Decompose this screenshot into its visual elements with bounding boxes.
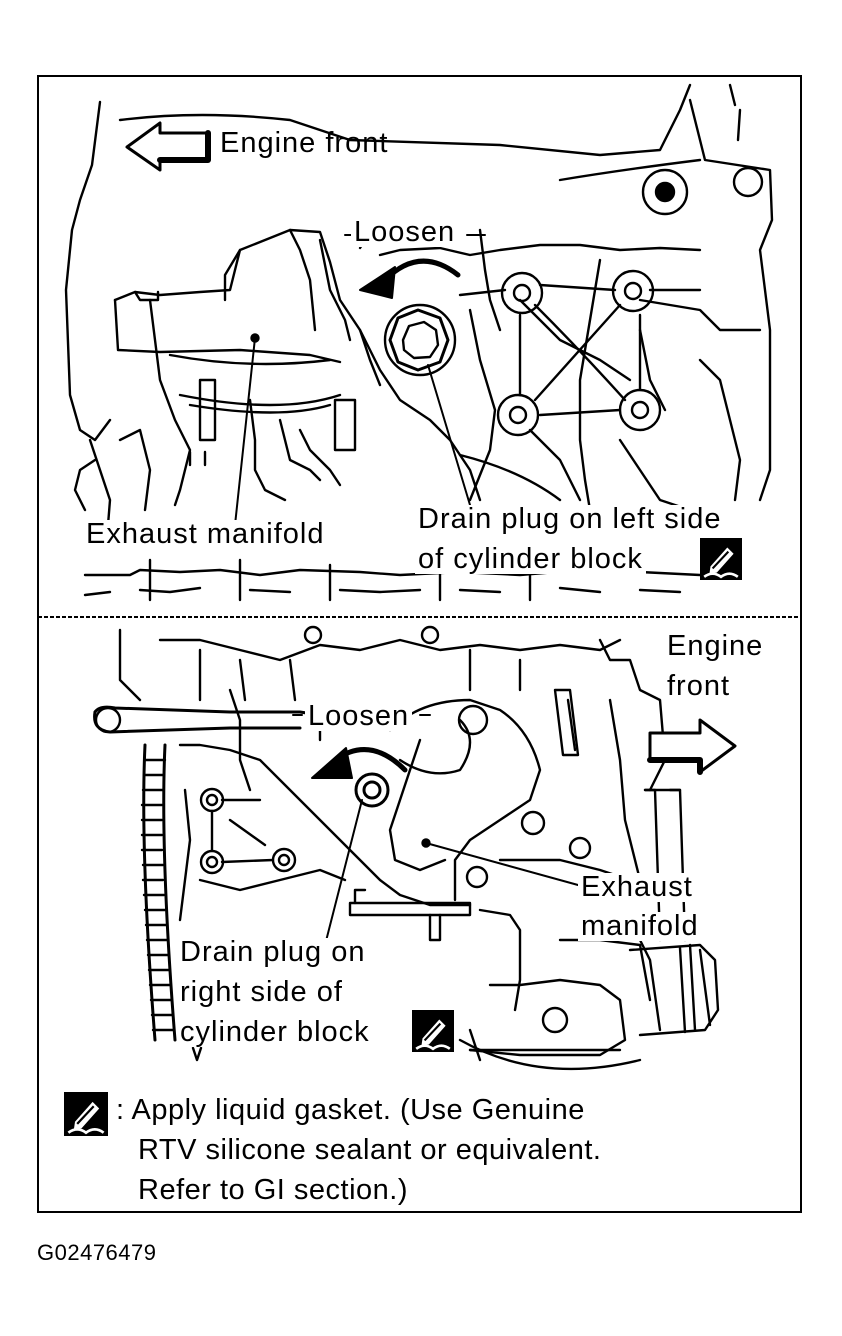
legend-line-1: : Apply liquid gasket. (Use Genuine xyxy=(116,1094,585,1126)
legend-line-3: Refer to GI section.) xyxy=(138,1174,408,1206)
top-direction-label: Engine front xyxy=(220,127,389,159)
bottom-drain-label-line3: cylinder block xyxy=(177,1018,373,1047)
top-engine-drawing xyxy=(64,83,774,602)
top-drain-label-line1: Drain plug on left side xyxy=(415,505,725,534)
bottom-direction-label-line2: front xyxy=(664,672,734,701)
top-drain-label-line2: of cylinder block xyxy=(415,545,646,574)
bottom-loosen-label: Loosen xyxy=(305,702,413,731)
bottom-drain-label-line1: Drain plug on xyxy=(177,938,369,967)
bottom-engine-drawing xyxy=(93,625,737,1071)
legend-line-2: RTV silicone sealant or equivalent. xyxy=(138,1134,602,1166)
figure-id: G02476479 xyxy=(37,1240,157,1265)
bottom-direction-label-line1: Engine xyxy=(664,632,767,661)
figure-frame xyxy=(37,75,802,1213)
top-manifold-label: Exhaust manifold xyxy=(83,520,328,549)
top-loosen-label: Loosen xyxy=(351,218,459,247)
bottom-manifold-label-line1: Exhaust xyxy=(578,873,696,902)
bottom-manifold-label-line2: manifold xyxy=(578,912,702,941)
bottom-drain-label-line2: right side of xyxy=(177,978,346,1007)
